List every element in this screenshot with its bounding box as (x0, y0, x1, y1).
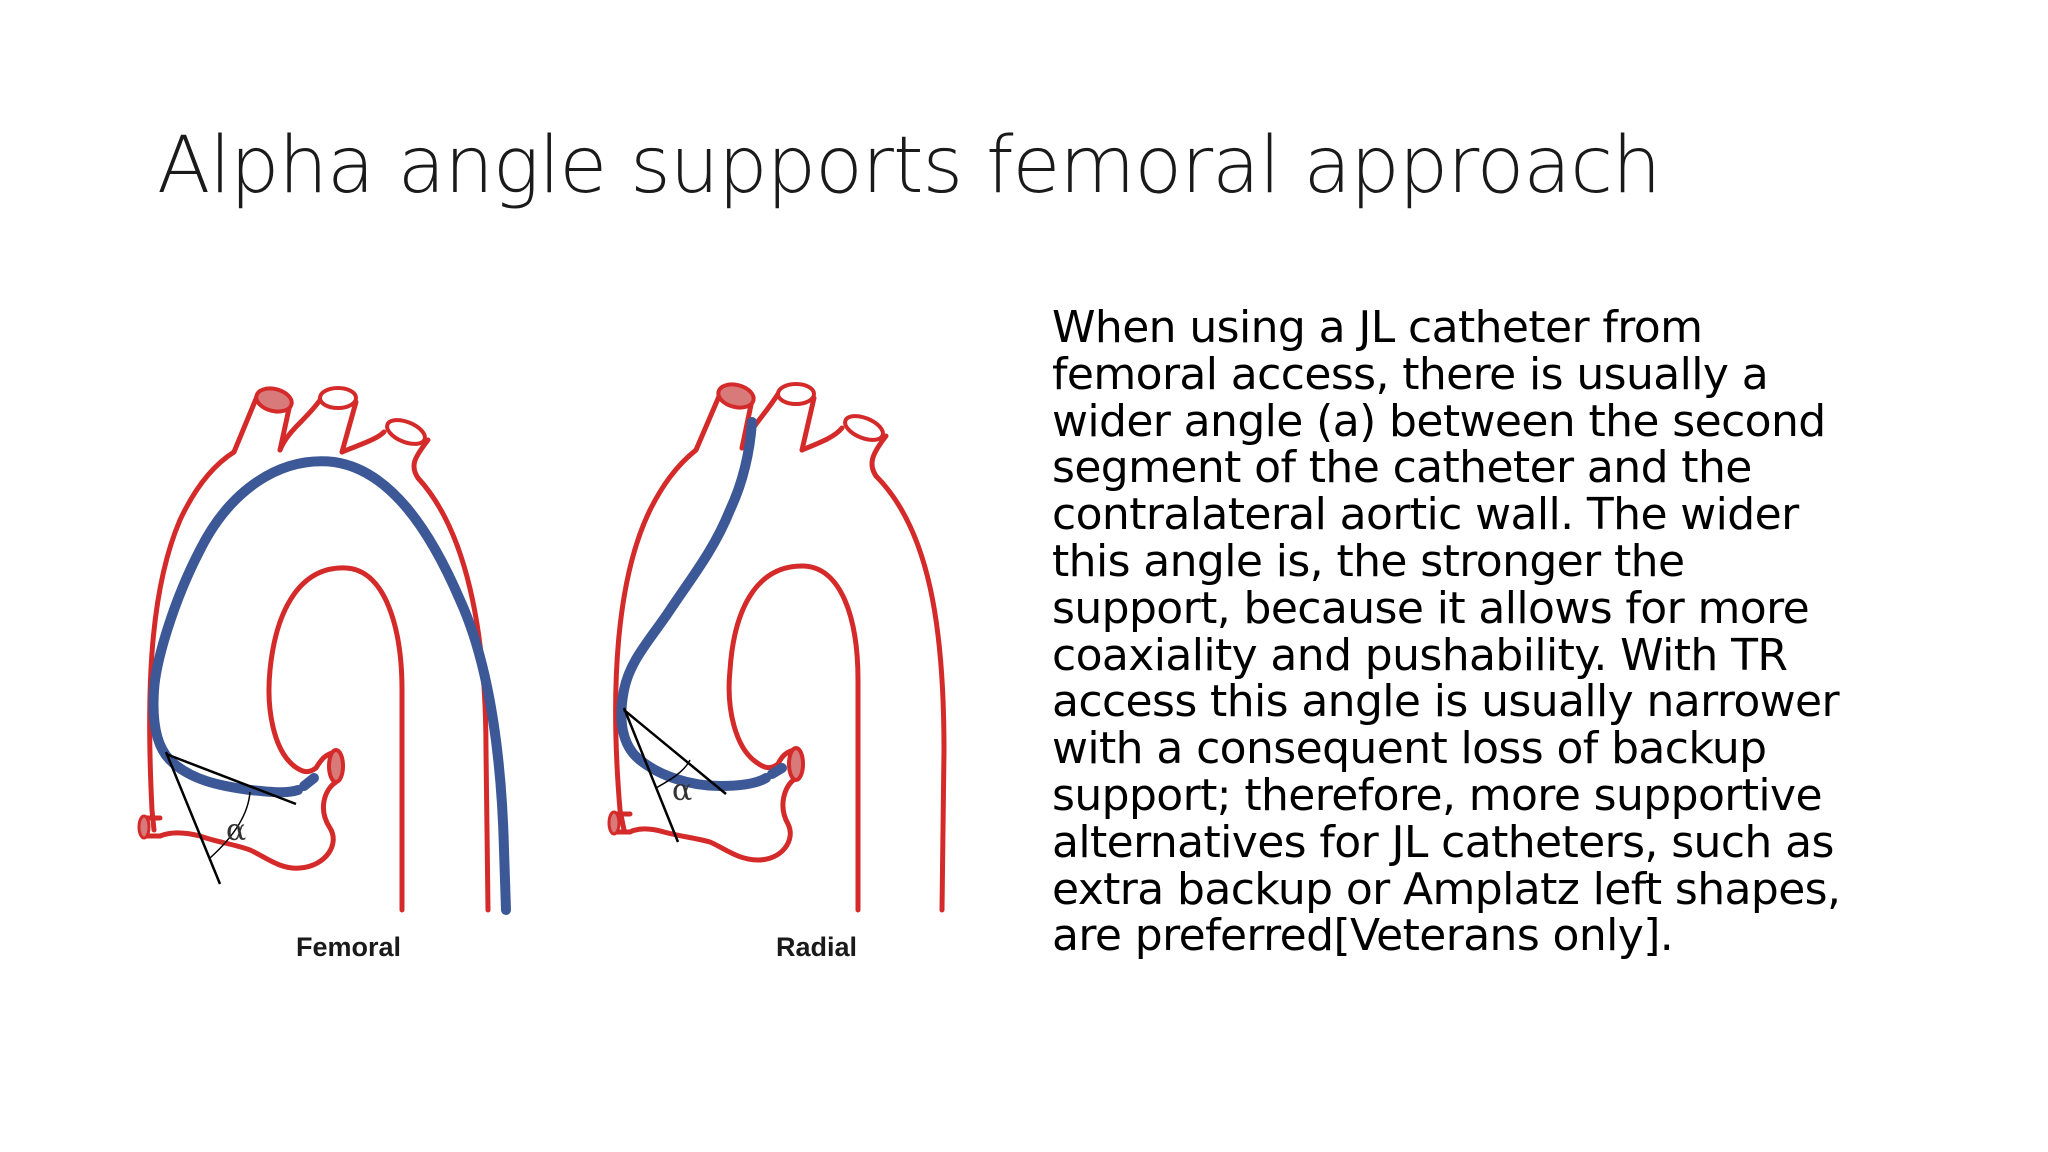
radial-angle-line-wall (622, 707, 680, 843)
radial-vessel-3 (799, 425, 889, 479)
radial-vessel-2 (739, 391, 817, 453)
body-line: this angle is, the stronger the (1052, 535, 1685, 587)
body-line: contralateral aortic wall. The wider (1052, 489, 1799, 541)
femoral-left-coronary-opening (137, 814, 151, 840)
radial-aortic-root (627, 747, 799, 863)
femoral-catheter (148, 456, 511, 915)
femoral-vessel-3 (339, 429, 431, 481)
body-line: support, because it allows for more (1052, 582, 1810, 634)
femoral-vessel-2-opening (318, 386, 358, 410)
femoral-aortic-root (157, 749, 339, 871)
body-line: with a consequent loss of backup (1052, 723, 1767, 775)
radial-alpha-symbol: α (672, 773, 692, 808)
femoral-inner-curvature (266, 565, 405, 913)
body-line: When using a JL catheter from (1052, 302, 1703, 353)
femoral-coronary-opening (327, 748, 345, 784)
femoral-label: Femoral (296, 932, 401, 962)
slide-title: Alpha angle supports femoral approach (157, 121, 1661, 211)
radial-descending-wall (873, 473, 947, 913)
radial-label: Radial (776, 932, 857, 962)
femoral-vessel-3-opening (385, 418, 427, 446)
femoral-diagram: α Femoral (137, 386, 511, 962)
femoral-descending-wall (415, 475, 491, 913)
body-text: When using a JL catheter from femoral ac… (1052, 302, 1952, 962)
body-line: wider angle (a) between the second (1052, 395, 1826, 447)
femoral-angle-line-wall (164, 751, 222, 885)
femoral-catheter-tip (299, 773, 319, 791)
body-line: support; therefore, more supportive (1052, 769, 1823, 821)
radial-outer-aortic-wall (613, 447, 699, 833)
radial-catheter-tip (767, 763, 787, 779)
body-line: coaxiality and pushability. With TR (1052, 629, 1788, 681)
radial-left-coronary-opening (607, 810, 621, 836)
femoral-angle-arc (209, 791, 251, 859)
femoral-outer-aortic-wall (147, 449, 237, 833)
radial-angle-arc (655, 759, 691, 789)
femoral-vessel-1-opening (254, 386, 294, 414)
body-line: segment of the catheter and the (1052, 442, 1752, 494)
radial-diagram: α Radial (607, 382, 947, 962)
aortic-arch-diagram: α Femoral (137, 382, 947, 962)
radial-vessel-1-opening (716, 382, 756, 410)
body-line: alternatives for JL catheters, such as (1052, 816, 1834, 868)
femoral-angle-line-catheter (165, 752, 297, 806)
radial-vessel-2-opening (776, 382, 816, 406)
aortic-arch-figure: α Femoral (130, 370, 1030, 980)
radial-vessel-3-opening (843, 414, 885, 442)
radial-angle-line-catheter (623, 709, 727, 795)
body-line: access this angle is usually narrower (1052, 676, 1840, 728)
body-line: extra backup or Amplatz left shapes, (1052, 863, 1841, 915)
femoral-alpha-symbol: α (226, 813, 246, 848)
radial-coronary-opening (787, 746, 805, 782)
radial-catheter (616, 417, 771, 791)
radial-inner-curvature (726, 563, 861, 913)
body-line: femoral access, there is usually a (1052, 348, 1769, 400)
femoral-vessel-2 (277, 397, 359, 455)
body-line: are preferred[Veterans only]. (1052, 910, 1674, 962)
